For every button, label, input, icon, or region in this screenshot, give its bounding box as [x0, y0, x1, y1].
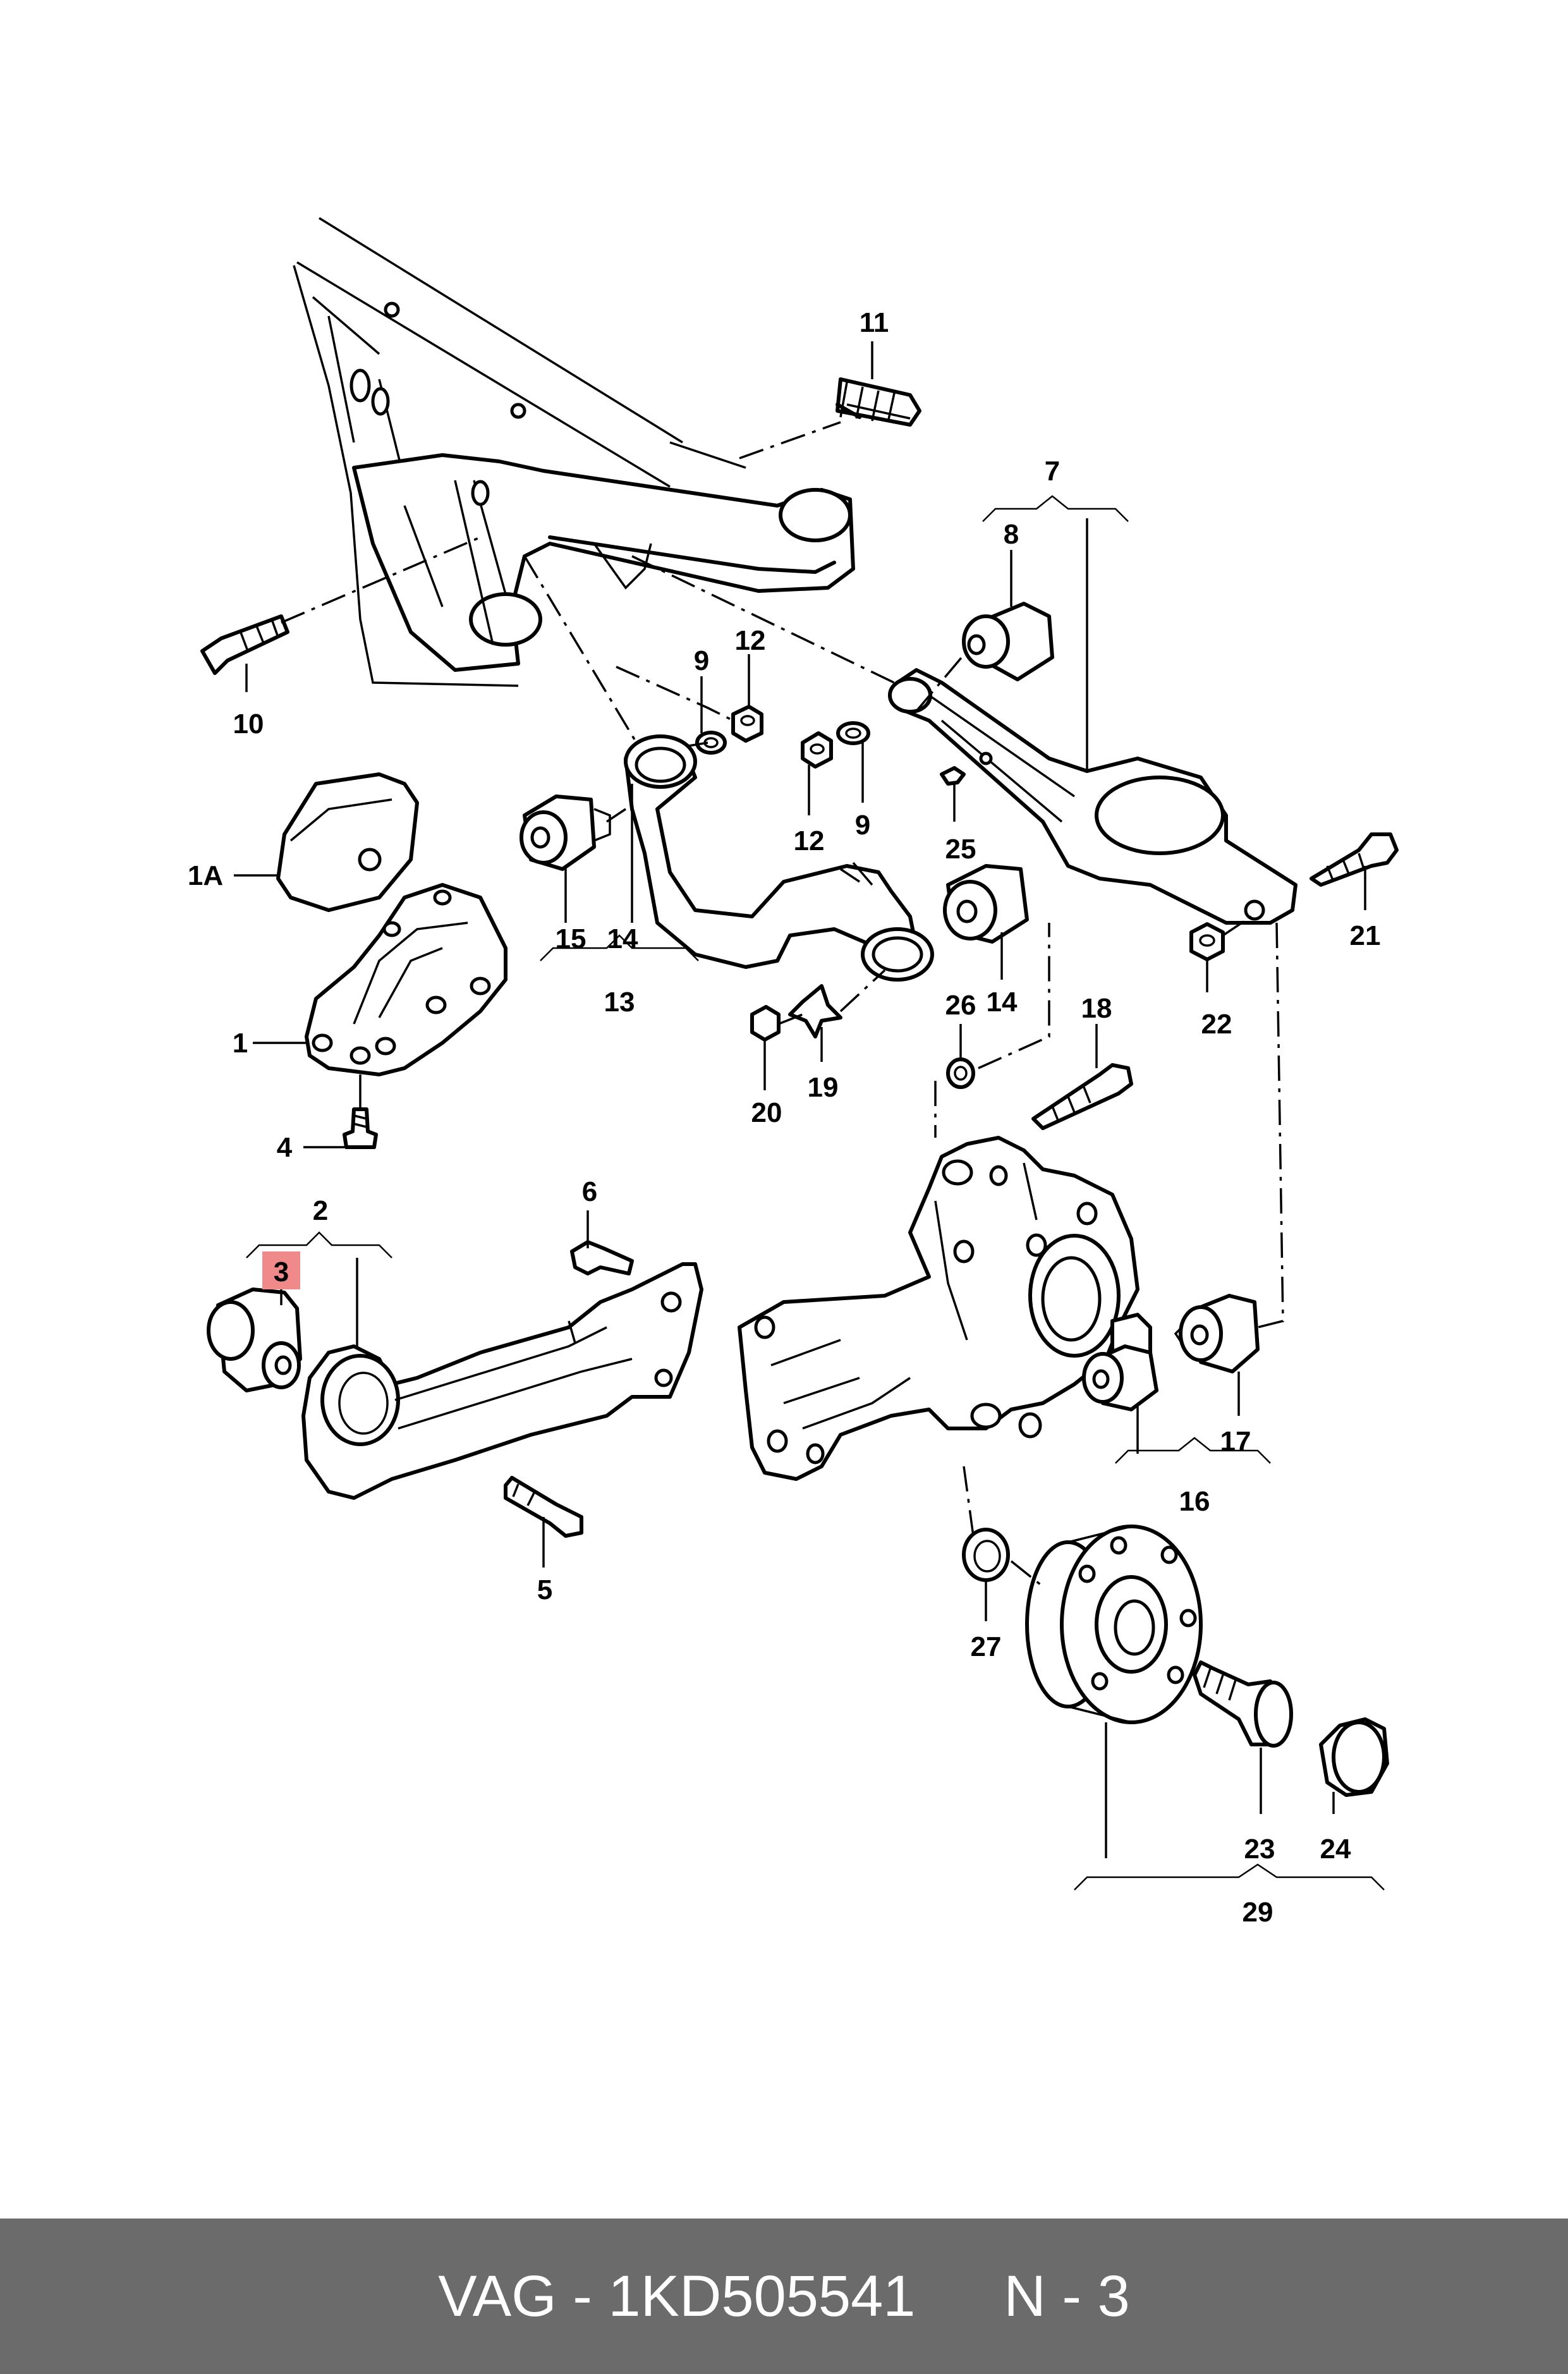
callout-6[interactable]: 6	[582, 1176, 597, 1207]
callout-9a[interactable]: 9	[694, 645, 709, 676]
callout-22[interactable]: 22	[1201, 1009, 1232, 1040]
bushing-3	[207, 1287, 302, 1392]
assembly-lines	[281, 421, 1284, 1588]
callout-19[interactable]: 19	[808, 1072, 839, 1103]
footer-reference: N - 3	[1004, 2263, 1130, 2328]
callout-11[interactable]: 11	[860, 307, 889, 338]
bolt-6	[570, 1240, 634, 1275]
nut-12b	[801, 731, 833, 769]
callout-29[interactable]: 29	[1243, 1897, 1273, 1928]
callout-23[interactable]: 23	[1244, 1834, 1275, 1865]
upper-arm-13	[624, 734, 934, 982]
nut-22	[1189, 922, 1225, 961]
callout-8[interactable]: 8	[1004, 519, 1019, 550]
trailing-arm-2	[301, 1262, 703, 1500]
callout-3[interactable]: 3	[274, 1257, 289, 1287]
bolt-10	[200, 614, 289, 675]
control-arm-7	[888, 668, 1298, 925]
callout-9b[interactable]: 9	[855, 810, 870, 841]
washer-9b	[836, 721, 870, 745]
callout-14b[interactable]: 14	[987, 987, 1018, 1018]
wheel-hub-29	[1025, 1525, 1203, 1724]
callout-24[interactable]: 24	[1320, 1834, 1351, 1865]
callout-18[interactable]: 18	[1081, 993, 1112, 1024]
callout-20[interactable]: 20	[751, 1097, 782, 1128]
callout-26[interactable]: 26	[945, 990, 976, 1021]
bolt-4	[343, 1107, 378, 1149]
seal-26	[946, 1057, 975, 1089]
seal-27	[962, 1528, 1010, 1582]
callout-12a[interactable]: 12	[735, 625, 766, 656]
bushing-15	[520, 794, 611, 871]
cover-1A	[276, 772, 419, 912]
footer-part-number: VAG - 1KD505541	[438, 2263, 916, 2328]
callout-1[interactable]: 1	[233, 1028, 248, 1059]
callout-5[interactable]: 5	[537, 1574, 552, 1605]
footer-bar: VAG - 1KD505541 N - 3	[0, 2219, 1568, 2374]
callout-27[interactable]: 27	[971, 1631, 1002, 1662]
callout-7[interactable]: 7	[1045, 456, 1060, 487]
bolt-5	[504, 1476, 583, 1538]
callout-2[interactable]: 2	[313, 1195, 328, 1226]
bushing-8	[962, 602, 1054, 681]
callout-15[interactable]: 15	[556, 923, 586, 954]
bracket-1	[305, 883, 507, 1076]
bolt-11	[836, 377, 921, 427]
bolt-25	[940, 766, 966, 786]
bushing-17	[1174, 1294, 1260, 1373]
leader-lines	[234, 341, 1385, 1890]
nut-20	[750, 1005, 781, 1042]
bushing-14b	[943, 864, 1029, 944]
exploded-parts-diagram: 11 10 7 8 9 12 12 9 25 1A 15 14 13 26 14…	[188, 217, 1399, 1928]
callout-12b[interactable]: 12	[794, 825, 825, 856]
nut-12a	[731, 705, 763, 743]
bolt-21	[1310, 832, 1399, 887]
subframe	[293, 217, 855, 687]
callout-16[interactable]: 16	[1179, 1486, 1210, 1517]
washer-9a	[695, 731, 727, 755]
hub-bolt-23	[1193, 1660, 1293, 1748]
callout-13[interactable]: 13	[604, 987, 635, 1018]
callout-21[interactable]: 21	[1350, 920, 1381, 951]
callout-1A[interactable]: 1A	[188, 860, 223, 891]
callout-17[interactable]: 17	[1220, 1426, 1251, 1457]
callout-10[interactable]: 10	[233, 709, 264, 740]
washer-19	[788, 984, 842, 1038]
cap-24	[1319, 1717, 1389, 1797]
callout-4[interactable]: 4	[277, 1132, 293, 1163]
bolt-18	[1031, 1063, 1133, 1130]
highlight-box-3	[262, 1251, 300, 1289]
bushing-16a	[1082, 1344, 1158, 1411]
callout-labels: 11 10 7 8 9 12 12 9 25 1A 15 14 13 26 14…	[188, 307, 1381, 1928]
wheel-carrier	[738, 1136, 1152, 1481]
callout-14a[interactable]: 14	[607, 923, 638, 954]
callout-25[interactable]: 25	[945, 834, 976, 865]
